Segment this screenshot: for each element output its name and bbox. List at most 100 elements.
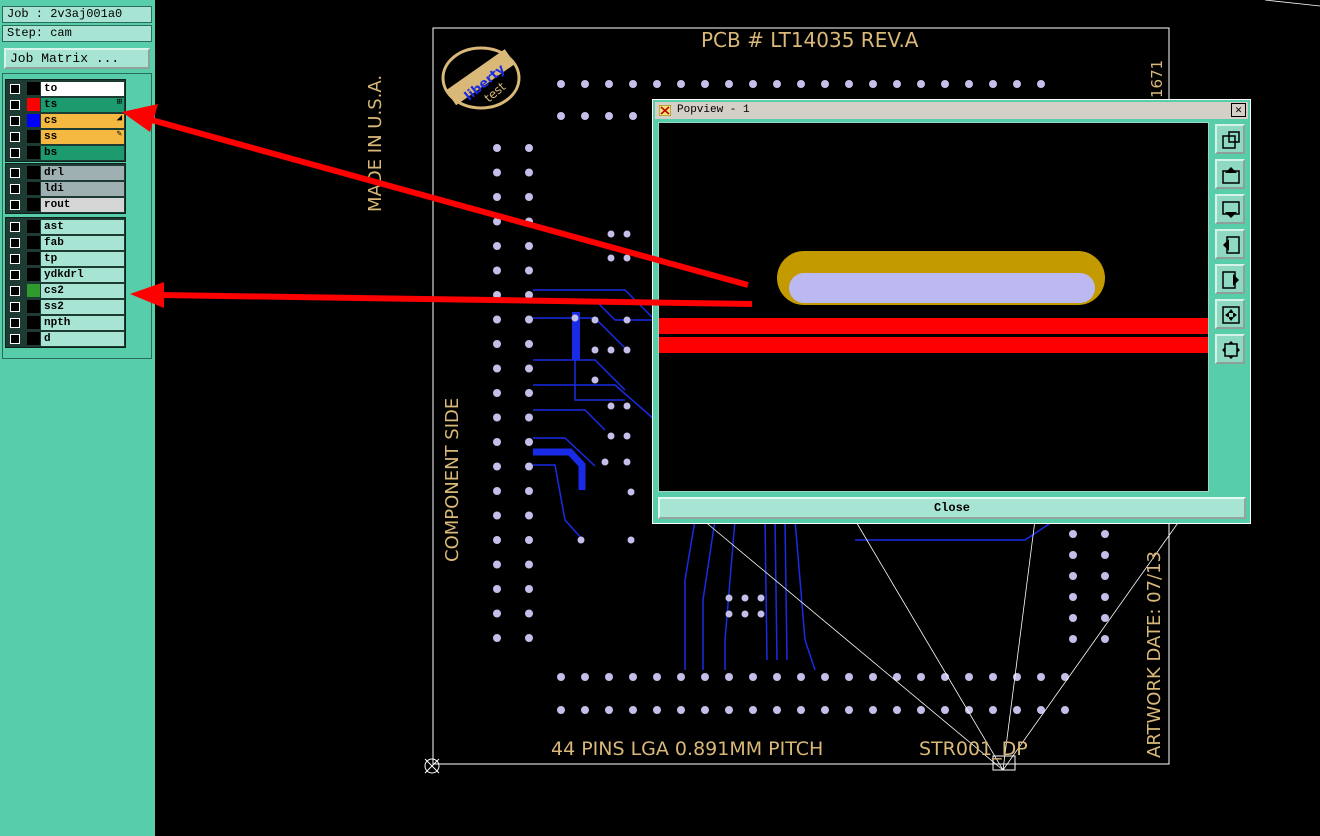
layer-checkbox[interactable] (10, 84, 20, 94)
layer-checkbox[interactable] (10, 302, 20, 312)
layer-row-npth[interactable]: npth (6, 315, 125, 331)
layer-name[interactable]: fab (41, 236, 124, 250)
zoom-window-icon[interactable] (1215, 124, 1245, 154)
layer-color-swatch[interactable] (27, 98, 40, 111)
job-matrix-button[interactable]: Job Matrix ... (4, 48, 150, 69)
layer-name[interactable]: ast (41, 220, 124, 234)
pcb-graphic-area[interactable]: PCB # LT14035 REV.A 44 PINS LGA 0.891MM … (155, 0, 1320, 836)
pad (493, 487, 501, 495)
pad (773, 80, 781, 88)
layer-row-ts[interactable]: ts⊞ (6, 97, 125, 113)
pad (557, 80, 565, 88)
layer-row-cs[interactable]: cs◢ (6, 113, 125, 129)
pad (845, 673, 853, 681)
layer-checkbox[interactable] (10, 318, 20, 328)
pan-down-icon[interactable] (1215, 194, 1245, 224)
layer-name[interactable]: cs2 (41, 284, 124, 298)
zoom-home-icon[interactable] (1215, 334, 1245, 364)
layer-row-ss2[interactable]: ss2 (6, 299, 125, 315)
trace-segment (659, 337, 1208, 353)
layer-checkbox[interactable] (10, 286, 20, 296)
layer-checkbox[interactable] (10, 116, 20, 126)
layer-checkbox[interactable] (10, 270, 20, 280)
close-button[interactable]: Close (658, 497, 1246, 519)
layer-row-ast[interactable]: ast (6, 219, 125, 235)
popview-canvas[interactable] (658, 122, 1209, 492)
pad (493, 144, 501, 152)
layer-color-swatch[interactable] (27, 130, 40, 143)
pan-left-icon[interactable] (1215, 229, 1245, 259)
pad (797, 706, 805, 714)
layer-color-swatch[interactable] (27, 316, 40, 329)
layer-color-swatch[interactable] (27, 114, 40, 127)
layer-row-tp[interactable]: tp (6, 251, 125, 267)
pad (493, 585, 501, 593)
fit-screen-icon[interactable] (1215, 299, 1245, 329)
close-icon[interactable]: ✕ (1231, 103, 1246, 117)
layer-name[interactable]: tp (41, 252, 124, 266)
layer-color-swatch[interactable] (27, 82, 40, 95)
layer-row-ss[interactable]: ss✎ (6, 129, 125, 145)
pad (493, 168, 501, 177)
layer-row-d[interactable]: d (6, 331, 125, 347)
layer-color-swatch[interactable] (27, 236, 40, 249)
layer-color-swatch[interactable] (27, 166, 40, 179)
pan-up-icon[interactable] (1215, 159, 1245, 189)
layer-color-swatch[interactable] (27, 332, 40, 345)
pan-right-icon[interactable] (1215, 264, 1245, 294)
layer-checkbox[interactable] (10, 200, 20, 210)
layer-row-ldi[interactable]: ldi (6, 181, 125, 197)
layer-name[interactable]: cs (41, 114, 124, 128)
layer-name[interactable]: d (41, 332, 124, 346)
layer-checkbox[interactable] (10, 100, 20, 110)
layer-name[interactable]: npth (41, 316, 124, 330)
wide-trace (533, 448, 586, 490)
pad (701, 673, 709, 681)
zoom-marker (992, 755, 1016, 771)
layer-name[interactable]: rout (41, 198, 124, 212)
pcb-canvas[interactable] (155, 0, 1320, 836)
pad (1037, 706, 1045, 714)
layer-color-swatch[interactable] (27, 284, 40, 297)
layer-color-swatch[interactable] (27, 300, 40, 313)
layer-name[interactable]: ydkdrl (41, 268, 124, 282)
layer-checkbox[interactable] (10, 238, 20, 248)
pad (1069, 614, 1077, 622)
via (607, 254, 615, 262)
layer-row-rout[interactable]: rout (6, 197, 125, 213)
layer-row-fab[interactable]: fab (6, 235, 125, 251)
pad (493, 340, 501, 348)
layer-color-swatch[interactable] (27, 146, 40, 159)
layer-status-icon: ⊞ (116, 97, 122, 107)
layer-name[interactable]: ss2 (41, 300, 124, 314)
popview-window[interactable]: Popview - 1 ✕ Close (652, 99, 1251, 524)
layer-row-cs2[interactable]: cs2 (6, 283, 125, 299)
layer-checkbox[interactable] (10, 222, 20, 232)
trace-segment (659, 318, 1208, 334)
layer-checkbox[interactable] (10, 334, 20, 344)
layer-checkbox[interactable] (10, 168, 20, 178)
layer-checkbox[interactable] (10, 254, 20, 264)
popview-titlebar[interactable]: Popview - 1 ✕ (655, 102, 1248, 119)
layer-checkbox[interactable] (10, 132, 20, 142)
layer-name[interactable]: bs (41, 146, 124, 160)
layer-name[interactable]: ss (41, 130, 124, 144)
layer-name[interactable]: ts (41, 98, 124, 112)
pad (493, 462, 501, 471)
layer-name[interactable]: drl (41, 166, 124, 180)
layer-row-to[interactable]: to (6, 81, 125, 97)
layer-color-swatch[interactable] (27, 220, 40, 233)
layer-row-bs[interactable]: bs (6, 145, 125, 161)
layer-name[interactable]: to (41, 82, 124, 96)
layer-row-drl[interactable]: drl (6, 165, 125, 181)
layer-name[interactable]: ldi (41, 182, 124, 196)
layer-panel: Job : 2v3aj001a0 Step: cam Job Matrix ..… (0, 0, 155, 836)
layer-checkbox[interactable] (10, 148, 20, 158)
layer-color-swatch[interactable] (27, 198, 40, 211)
layer-checkbox[interactable] (10, 184, 20, 194)
layer-color-swatch[interactable] (27, 252, 40, 265)
layer-color-swatch[interactable] (27, 182, 40, 195)
pad (1013, 706, 1021, 714)
layer-color-swatch[interactable] (27, 268, 40, 281)
layer-row-ydkdrl[interactable]: ydkdrl (6, 267, 125, 283)
